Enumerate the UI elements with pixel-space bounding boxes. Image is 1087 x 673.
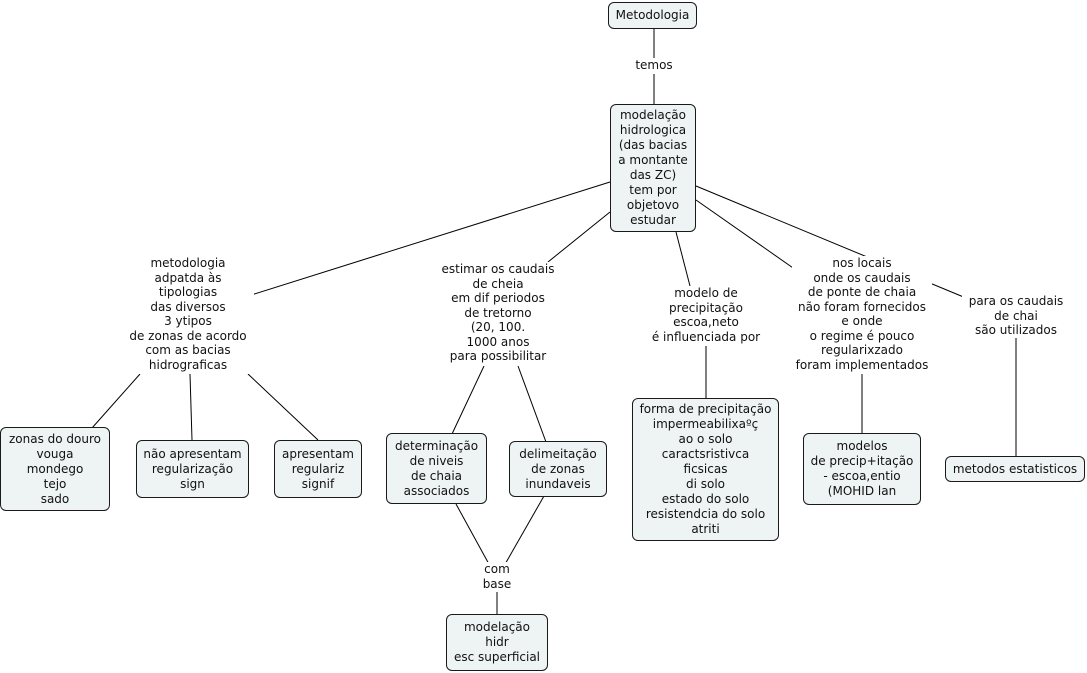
edge-modelacao-nos-locais bbox=[695, 199, 797, 271]
node-metodos-estatisticos[interactable]: metodos estatisticos bbox=[945, 456, 1085, 482]
edge-estimar-delimeitacao bbox=[517, 365, 547, 443]
link-label-nos-locais: nos locais onde os caudais de ponte de c… bbox=[792, 256, 932, 374]
link-label-temos: temos bbox=[628, 58, 680, 74]
link-label-estimar: estimar os caudais de cheia em dif perio… bbox=[436, 262, 560, 366]
node-metodologia[interactable]: Metodologia bbox=[608, 2, 697, 29]
edge-adaptada-apresentam bbox=[247, 373, 319, 441]
edge-modelacao-modelo-precip bbox=[675, 231, 691, 287]
edge-modelacao-estimar bbox=[547, 211, 611, 263]
node-nao-apresentam[interactable]: não apresentam regularização sign bbox=[136, 440, 249, 498]
link-label-com-base: com base bbox=[476, 562, 518, 592]
node-determinacao[interactable]: determinação de niveis de chaia associad… bbox=[386, 433, 487, 504]
edge-delimeitacao-combase bbox=[503, 495, 545, 567]
node-modelos-precip[interactable]: modelos de precip+itação - escoa,entio (… bbox=[803, 433, 921, 505]
edge-estimar-determinacao bbox=[451, 365, 485, 435]
edge-modelacao-metodologia-adaptada bbox=[247, 181, 611, 297]
node-apresentam[interactable]: apresentam regulariz signif bbox=[274, 440, 362, 498]
node-delimeitacao[interactable]: delimeitação de zonas inundaveis bbox=[509, 441, 607, 497]
link-label-modelo-precipitacao: modelo de precipitação escoa,neto é infl… bbox=[646, 286, 766, 346]
link-label-metodologia-adaptada: metodologia adpatda às tipologias das di… bbox=[122, 256, 254, 374]
edge-determinacao-combase bbox=[455, 503, 491, 567]
node-modelacao-hidrologica[interactable]: modelação hidrologica (das bacias a mont… bbox=[610, 104, 696, 232]
edge-adaptada-nao-apresentam bbox=[189, 373, 193, 441]
edge-adaptada-zonas bbox=[91, 373, 141, 429]
link-label-para-caudais: para os caudais de chai são utilizados bbox=[962, 294, 1070, 338]
node-zonas-douro[interactable]: zonas do douro vouga mondego tejo sado bbox=[0, 427, 110, 511]
node-modelacao-hidr[interactable]: modelação hidr esc superficial bbox=[446, 614, 548, 671]
node-forma-precipitacao[interactable]: forma de precipitação impermeabilixaºç a… bbox=[632, 398, 779, 541]
